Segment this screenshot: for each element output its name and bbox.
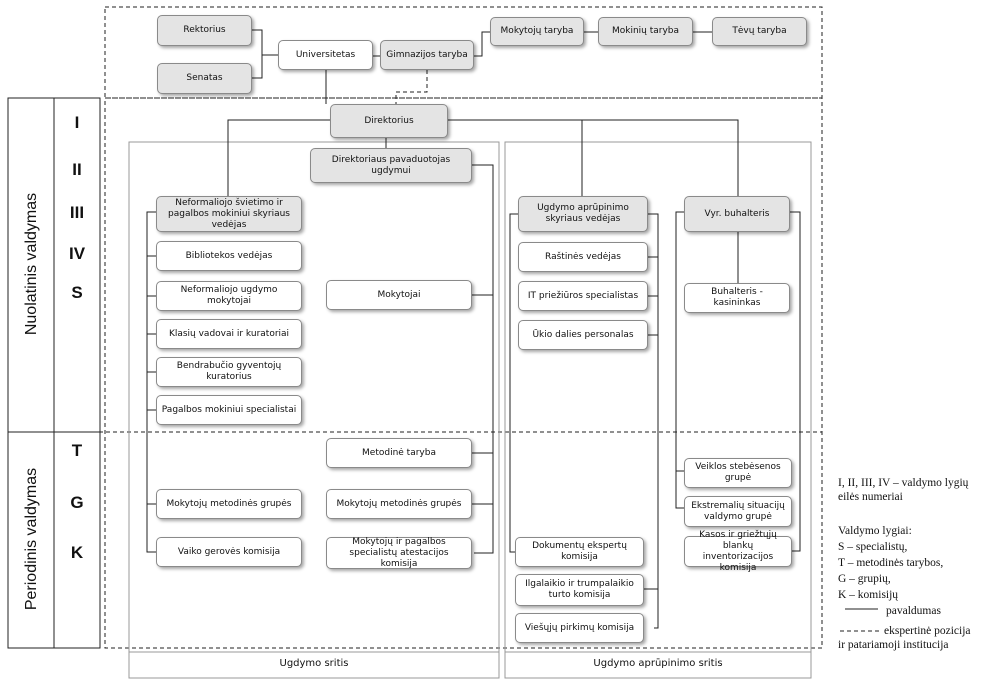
area-aprupinimo: Ugdymo aprūpinimo sritis	[593, 658, 723, 669]
level-g: G	[70, 493, 84, 512]
box-vaiko-geroves: Vaiko gerovės komisija	[156, 537, 302, 567]
box-mokytoju-taryba: Mokytojų taryba	[490, 17, 584, 46]
box-bendrabucio: Bendrabučio gyventojų kuratorius	[156, 357, 302, 387]
legend-solid-label: pavaldumas	[886, 605, 941, 617]
aprupinimo-frame	[504, 141, 812, 679]
legend-line-6: G – grupių,	[838, 573, 891, 585]
box-klasiu-vadovai: Klasių vadovai ir kuratoriai	[156, 319, 302, 349]
level-1: I	[74, 113, 80, 132]
box-neformaliojo-mokytojai: Neformaliojo ugdymo mokytojai	[156, 281, 302, 311]
level-3: III	[69, 203, 85, 222]
governance-frame	[104, 6, 823, 99]
legend-line-10: ir patariamoji institucija	[838, 639, 949, 651]
box-ilgalaikio: Ilgalaikio ir trumpalaikio turto komisij…	[515, 574, 644, 606]
box-gimnazijos-taryba: Gimnazijos taryba	[380, 40, 474, 70]
legend-line-5: T – metodinės tarybos,	[838, 557, 944, 569]
level-4: IV	[68, 244, 86, 263]
box-pagalbos-specialistai: Pagalbos mokiniui specialistai	[156, 395, 302, 425]
box-metodines-grupes-1: Mokytojų metodinės grupės	[156, 489, 302, 519]
box-atestacijos: Mokytojų ir pagalbos specialistų atestac…	[326, 537, 472, 569]
box-bibliotekos: Bibliotekos vedėjas	[156, 241, 302, 271]
legend-line-3: Valdymo lygiai:	[838, 525, 912, 537]
legend-dashed-label: ekspertinė pozicija	[884, 625, 971, 637]
box-ekstremaliu: Ekstremalių situacijų valdymo grupė	[684, 496, 792, 527]
box-ukio: Ūkio dalies personalas	[518, 320, 648, 350]
label-permanent: Nuolatinis valdymas	[23, 192, 40, 336]
area-ugdymo: Ugdymo sritis	[279, 658, 349, 669]
level-s: S	[71, 283, 83, 302]
management-frame	[104, 97, 823, 649]
box-rastines: Raštinės vedėjas	[518, 242, 648, 272]
level-t: T	[71, 441, 83, 460]
box-direktorius: Direktorius	[330, 104, 448, 138]
box-buhalteris: Vyr. buhalteris	[684, 196, 790, 232]
box-rektorius: Rektorius	[157, 15, 252, 46]
box-metodine-taryba: Metodinė taryba	[326, 438, 472, 468]
legend-line-2: eilės numeriai	[838, 491, 903, 503]
box-tevu-taryba: Tėvų taryba	[712, 17, 807, 46]
box-universitetas: Universitetas	[278, 40, 373, 70]
box-mokiniu-taryba: Mokinių taryba	[598, 17, 693, 46]
box-viesuju: Viešųjų pirkimų komisija	[515, 613, 644, 643]
box-pavaduotojas: Direktoriaus pavaduotojas ugdymui	[310, 148, 472, 183]
box-neformaliojo-vedejas: Neformaliojo švietimo ir pagalbos mokini…	[156, 196, 302, 232]
box-mokytojai: Mokytojai	[326, 280, 472, 310]
box-kasos: Kasos ir griežtųjų blankų inventorizacij…	[684, 530, 792, 573]
box-kasininkas: Buhalteris - kasininkas	[684, 283, 790, 313]
level-2: II	[72, 160, 82, 179]
legend-line-4: S – specialistų,	[838, 541, 908, 553]
legend-line-1: I, II, III, IV – valdymo lygių	[838, 477, 969, 489]
legend-line-7: K – komisijų	[838, 589, 899, 601]
box-veiklos: Veiklos stebėsenos grupė	[684, 458, 792, 488]
box-dokumentu: Dokumentų ekspertų komisija	[515, 537, 644, 567]
level-col-inner	[53, 97, 101, 649]
label-periodic: Periodinis valdymas	[23, 467, 40, 611]
box-it: IT priežiūros specialistas	[518, 281, 648, 311]
box-metodines-grupes-2: Mokytojų metodinės grupės	[326, 489, 472, 519]
level-k: K	[70, 543, 84, 562]
ugdymo-frame	[128, 141, 500, 679]
box-aprupinimo-vedejas: Ugdymo aprūpinimo skyriaus vedėjas	[518, 196, 648, 232]
box-senatas: Senatas	[157, 63, 252, 94]
